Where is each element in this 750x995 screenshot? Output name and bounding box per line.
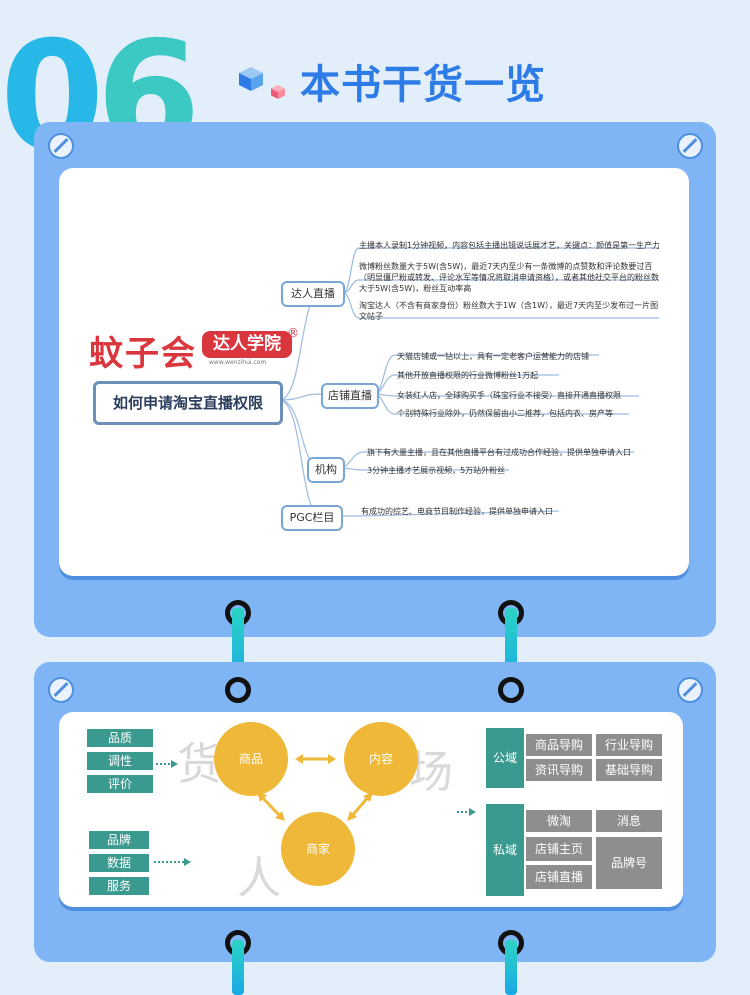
hanger-ring [498, 677, 524, 703]
hanger-rod [505, 940, 517, 995]
branch-node: 机构 [307, 457, 345, 483]
leaf-text: 其他开放直播权限的行业微博粉丝1万起 [397, 371, 539, 380]
screw-icon [48, 133, 74, 159]
leaf-text: 旗下有大量主播，且在其他直播平台有过成功合作经验，提供单独申请入口 [367, 448, 631, 457]
attribute-tag: 数据 [89, 854, 149, 872]
model-card: 货 场 人 品质 调性 评价 品牌 数据 服务 商品 内容 商家 [59, 712, 683, 907]
private-domain-label: 私域 [486, 804, 524, 896]
private-item: 品牌号 [596, 837, 662, 889]
ghost-char: 人 [237, 853, 281, 904]
attribute-tag: 调性 [87, 752, 153, 770]
public-domain-label: 公域 [486, 728, 524, 788]
mindmap-card: 蚊子会 达人学院 ® www.wenzihui.com 如何申请淘宝直播权限 达… [59, 168, 689, 576]
model-arrows [154, 754, 476, 866]
leaf-text: 微博粉丝数量大于5W(含5W)，最近7天内至少有一条微博的点赞数和评论数要过百（… [359, 262, 659, 293]
leaf-text: 个别特殊行业除外，仍然保留由小二推荐，包括内衣、房产等 [397, 409, 613, 418]
circle-content: 内容 [344, 722, 418, 796]
screw-icon [48, 677, 74, 703]
attribute-tag: 评价 [87, 775, 153, 793]
screw-icon [677, 133, 703, 159]
leaf-text: 3分钟主播才艺展示视频，5万站外粉丝 [367, 466, 506, 475]
brand-badge: 达人学院 [202, 331, 292, 358]
circle-product: 商品 [214, 722, 288, 796]
leaf-text: 天猫店铺或一钻以上，具有一定老客户运营能力的店铺 [397, 352, 589, 361]
mindmap-root: 如何申请淘宝直播权限 [93, 381, 283, 425]
branch-node: PGC栏目 [281, 505, 343, 531]
hanger-ring [225, 677, 251, 703]
branch-node: 达人直播 [281, 281, 345, 307]
cube-icon [238, 66, 264, 92]
leaf-text: 淘宝达人（不含有商家身份）粉丝数大于1W（含1W），最近7天内至少发布过一片图文… [359, 301, 659, 321]
attribute-tag: 品牌 [89, 831, 149, 849]
attribute-tag: 品质 [87, 729, 153, 747]
private-item: 消息 [596, 810, 662, 832]
leaf-text: 主播本人录制1分钟视频，内容包括主播出镜说话展才艺，关键点：颜值是第一生产力 [359, 241, 659, 250]
public-item: 基础导购 [596, 759, 662, 781]
small-cube-icon [270, 84, 286, 100]
public-item: 商品导购 [526, 734, 592, 756]
brand-url: www.wenzihui.com [209, 359, 267, 366]
attribute-tag: 服务 [89, 877, 149, 895]
leaf-text: 女装红人店，全球购买手（珠宝行业不接受）直接开通直播权限 [397, 391, 621, 400]
page-title: 本书干货一览 [300, 62, 546, 108]
private-item: 店铺直播 [526, 865, 592, 889]
section-number: 06 [0, 22, 240, 172]
circle-merchant: 商家 [281, 812, 355, 886]
brand-logo: 蚊子会 [89, 334, 197, 374]
screw-icon [677, 677, 703, 703]
leaf-text: 有成功的综艺、电商节目制作经验，提供单独申请入口 [361, 507, 553, 516]
public-item: 资讯导购 [526, 759, 592, 781]
private-item: 店铺主页 [526, 837, 592, 861]
private-item: 微淘 [526, 810, 592, 832]
ghost-char: 货 [177, 739, 221, 790]
branch-node: 店铺直播 [321, 383, 379, 409]
public-item: 行业导购 [596, 734, 662, 756]
registered-mark: ® [287, 326, 299, 340]
hanger-rod [232, 940, 244, 995]
